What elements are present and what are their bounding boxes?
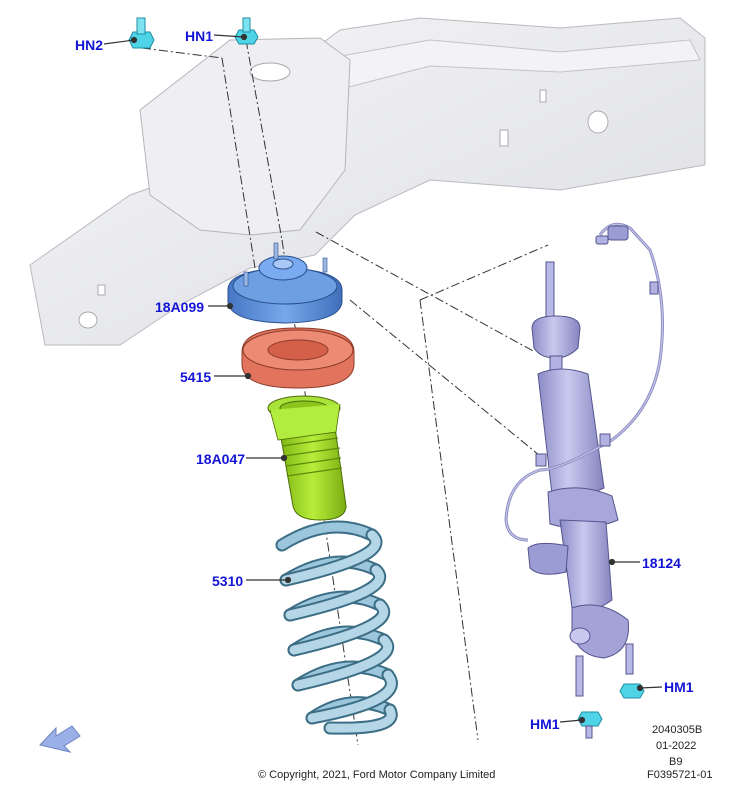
strut-18124 xyxy=(504,222,664,697)
insulator-5415 xyxy=(241,327,355,389)
figure-id: F0395721-01 xyxy=(647,769,713,781)
bump-stop-18a047 xyxy=(267,395,347,521)
frame-slot xyxy=(539,89,547,103)
top-mount-18a099 xyxy=(227,242,343,324)
callout-insulator: 5415 xyxy=(180,369,212,385)
callout-top-mount: 18A099 xyxy=(155,299,205,315)
frame-upper-beam xyxy=(329,39,701,89)
frame-hole xyxy=(587,110,609,134)
diagram-revision: B9 xyxy=(669,756,683,768)
leader-lines xyxy=(103,33,663,724)
nut-hn2 xyxy=(128,17,155,49)
diagram-number: 2040305B xyxy=(652,724,703,736)
nut-hm1-bottom xyxy=(577,711,603,739)
copyright-text: © Copyright, 2021, Ford Motor Company Li… xyxy=(258,769,496,781)
shock-tower xyxy=(139,37,351,236)
nut-hn1 xyxy=(234,17,259,45)
coil-spring-5310 xyxy=(275,520,398,735)
vehicle-frame xyxy=(29,17,706,346)
callout-spring: 5310 xyxy=(212,573,244,589)
tower-mount-hole xyxy=(249,62,291,82)
callout-hm1-right: HM1 xyxy=(664,679,694,695)
frame-hole xyxy=(78,311,98,329)
callout-hn1: HN1 xyxy=(185,28,214,44)
frame-slot xyxy=(499,129,509,147)
callout-hm1-bottom: HM1 xyxy=(530,716,560,732)
callout-hn2: HN2 xyxy=(75,37,104,53)
frame-slot xyxy=(97,284,106,296)
direction-arrow-icon xyxy=(39,725,81,753)
callout-bump-stop: 18A047 xyxy=(196,451,246,467)
diagram-date: 01-2022 xyxy=(656,740,697,752)
callout-strut: 18124 xyxy=(642,555,681,571)
